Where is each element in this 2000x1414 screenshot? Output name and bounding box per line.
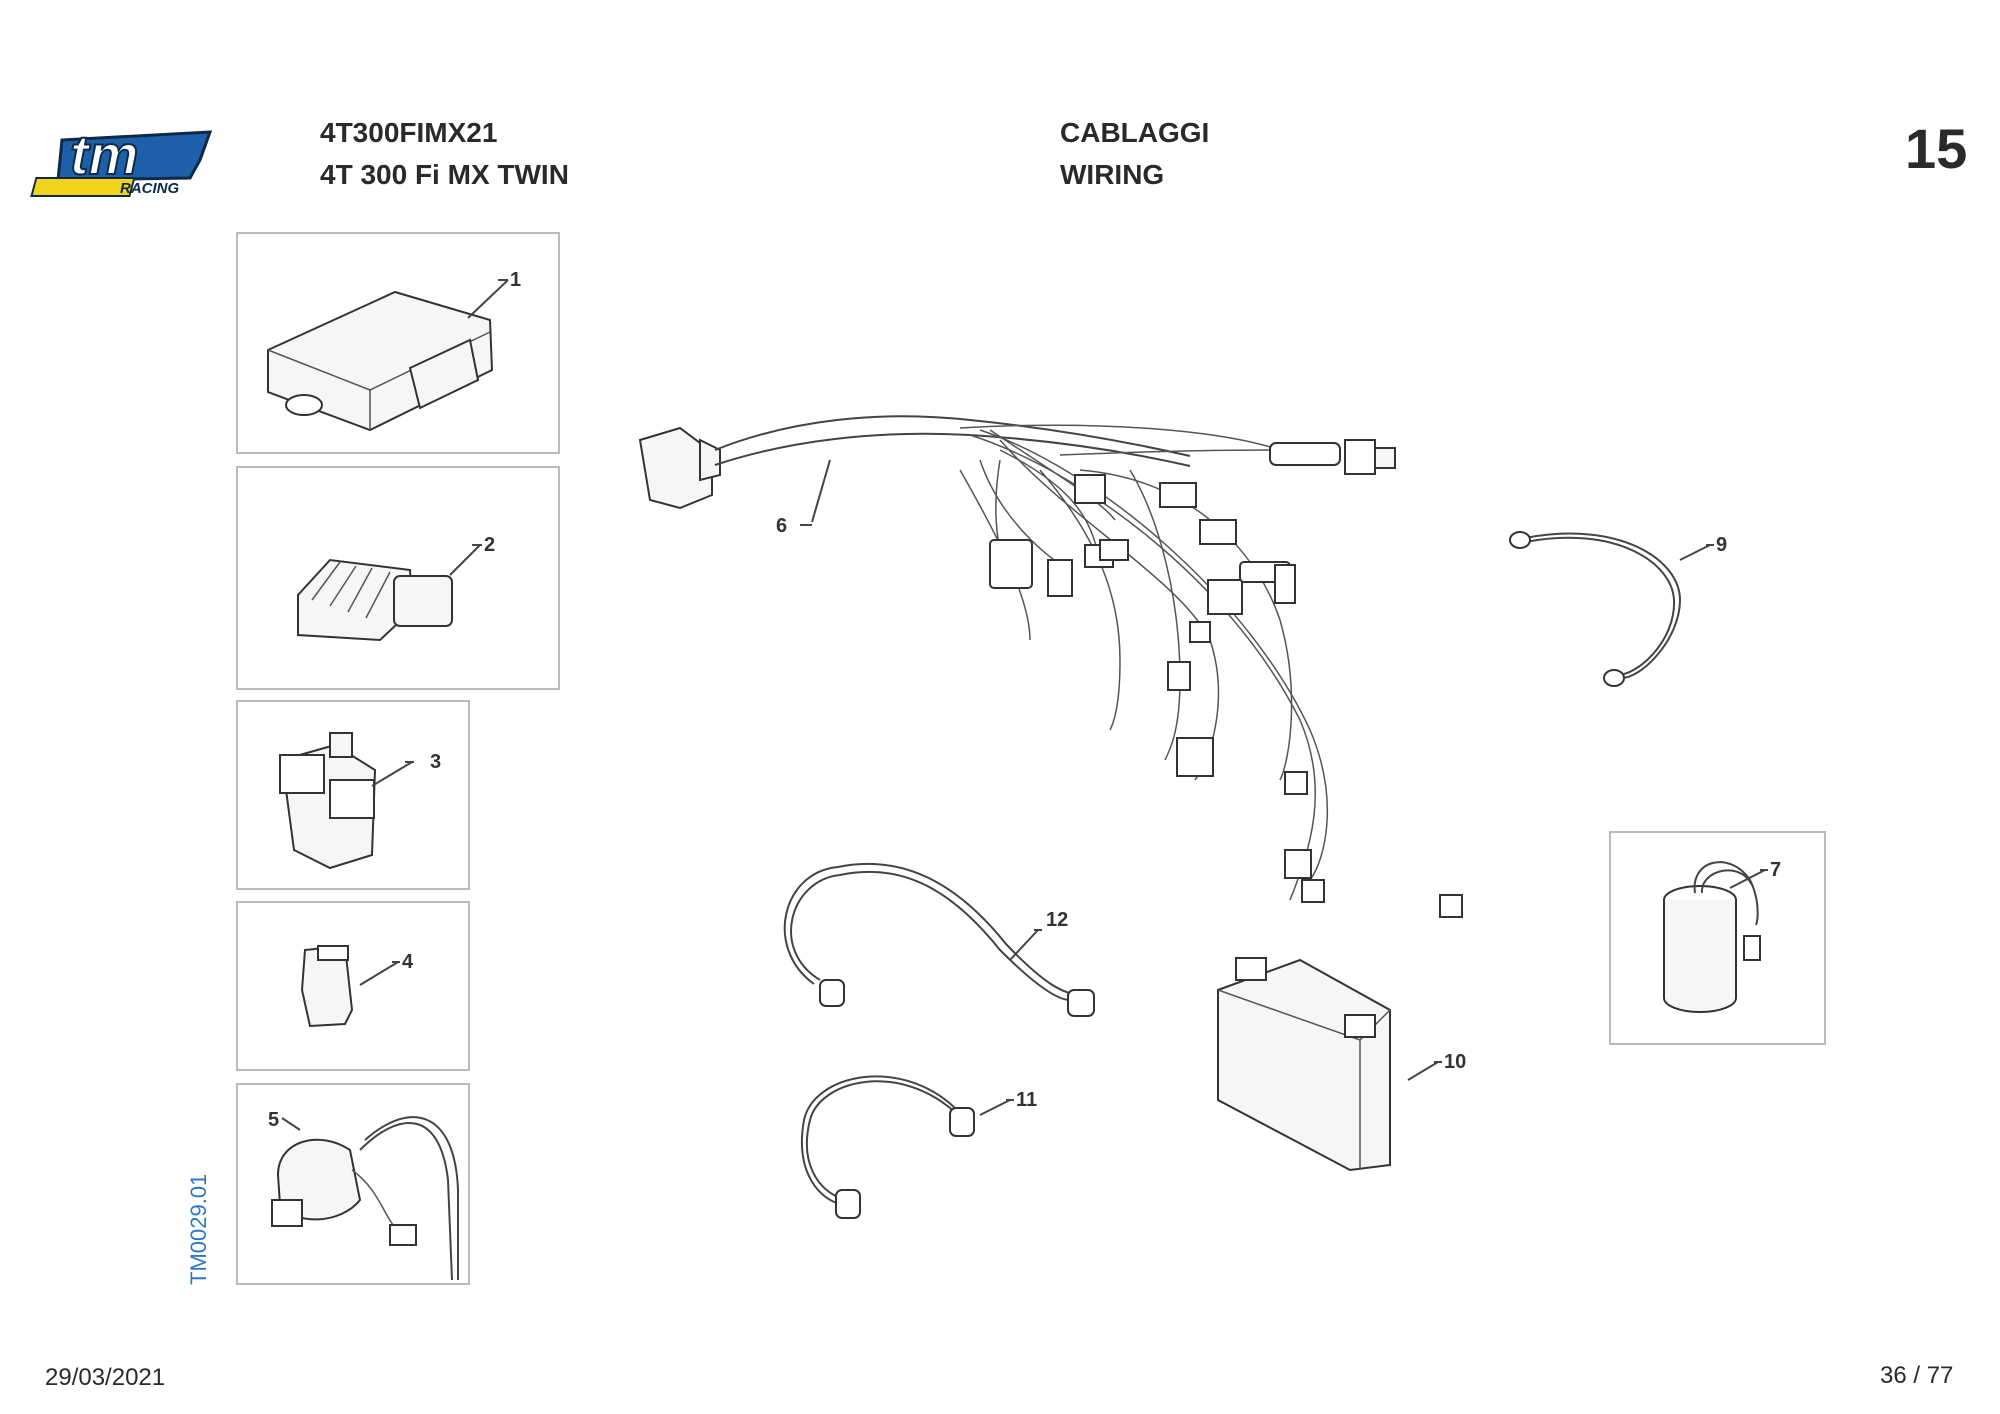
starter-relay xyxy=(279,732,414,870)
callout-9: 9 xyxy=(1716,534,1727,556)
callout-5: 5 xyxy=(268,1109,279,1131)
callout-7: 7 xyxy=(1770,859,1781,881)
frame-part-7 xyxy=(1609,831,1826,1045)
short-battery-cable xyxy=(800,1075,1014,1219)
main-wiring-harness xyxy=(638,415,1463,918)
callout-4: 4 xyxy=(402,951,414,973)
footer-pagination: 36 / 77 xyxy=(1880,1362,1954,1389)
callout-12: 12 xyxy=(1046,909,1068,931)
section-title-it: CABLAGGI xyxy=(1060,117,1210,148)
callout-2: 2 xyxy=(484,534,495,556)
long-battery-cable xyxy=(783,862,1095,1017)
condenser xyxy=(1663,861,1768,1013)
logo-sub: RACING xyxy=(120,180,179,197)
section-number: 15 xyxy=(1905,117,1968,180)
callout-3: 3 xyxy=(430,751,441,773)
voltage-regulator xyxy=(297,544,482,642)
callout-11: 11 xyxy=(1016,1089,1037,1111)
frame-part-2 xyxy=(236,466,560,690)
frame-part-3 xyxy=(236,700,470,890)
ecu-unit xyxy=(267,279,509,432)
callout-1: 1 xyxy=(510,269,521,291)
callout-6: 6 xyxy=(776,515,787,537)
frame-part-5 xyxy=(236,1083,470,1285)
battery xyxy=(1217,957,1442,1172)
frame-part-4 xyxy=(236,901,470,1071)
frame-part-1 xyxy=(236,232,560,454)
model-code: 4T300FIMX21 xyxy=(320,117,498,148)
ignition-coil xyxy=(271,1116,459,1281)
ground-cable xyxy=(1509,531,1714,687)
callout-10: 10 xyxy=(1444,1051,1466,1073)
connector-plug xyxy=(300,944,400,1028)
tm-racing-logo: tm RACING xyxy=(30,122,213,197)
model-name: 4T 300 Fi MX TWIN xyxy=(320,159,569,190)
section-title-en: WIRING xyxy=(1060,159,1165,190)
logo-brand: tm xyxy=(70,123,138,186)
footer-date: 29/03/2021 xyxy=(45,1364,166,1391)
